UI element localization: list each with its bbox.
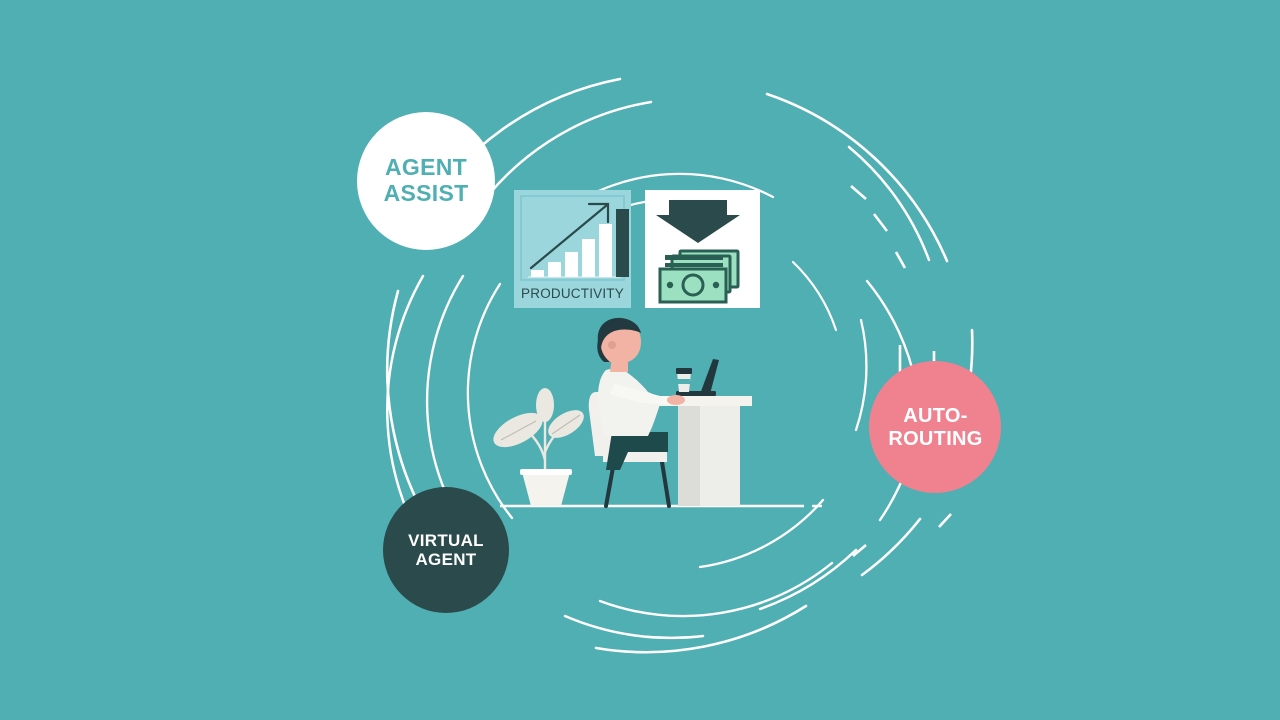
banknote-center-seal: [681, 273, 705, 297]
banknote-band-second: [665, 263, 723, 267]
growth-bar-chart-icon: [528, 202, 629, 278]
desk-top: [652, 396, 752, 406]
panel-productivity: [514, 190, 631, 308]
node-circle-agent-assist[interactable]: [357, 112, 495, 250]
laptop-keyboard-base: [676, 391, 716, 396]
banknote-dot-right: [712, 281, 720, 289]
banknote-band-top: [665, 255, 723, 260]
orbit-arc-fourth: [466, 172, 868, 569]
coffee-cup-sleeve: [677, 379, 690, 384]
chart-bar-1: [531, 270, 544, 277]
person-ear: [608, 341, 616, 349]
chart-bar-3: [565, 252, 578, 277]
potted-plant: [493, 388, 584, 506]
chart-bar-2: [548, 262, 561, 277]
laptop: [676, 359, 719, 396]
chart-bar-4: [582, 239, 595, 277]
banknote-dot-left: [666, 281, 674, 289]
plant-leaf-veins: [500, 414, 581, 441]
money-stack-icon: [658, 249, 740, 304]
desk-side-shadow: [678, 406, 700, 506]
productivity-panel-background: [514, 190, 631, 308]
person-hand: [667, 395, 685, 405]
plant-pot: [522, 472, 570, 506]
chart-bar-6-highlight: [616, 209, 629, 277]
person-trousers: [606, 432, 668, 470]
coffee-cup-lid: [676, 368, 692, 374]
person-hair-back: [597, 340, 610, 362]
person-seated: [597, 317, 685, 470]
node-circle-virtual-agent[interactable]: [383, 487, 509, 613]
chart-bar-5: [599, 224, 612, 277]
upward-trend-arrow-icon: [529, 202, 610, 270]
panel-cost-savings: [645, 190, 760, 308]
node-circle-auto-routing[interactable]: [869, 361, 1001, 493]
coffee-cup: [676, 368, 692, 392]
laptop-screen: [700, 359, 719, 394]
plant-leaf-top: [536, 388, 554, 422]
person-hair: [597, 317, 641, 348]
plant-pot-rim: [520, 469, 572, 475]
down-arrow-icon: [656, 200, 740, 243]
person-arm: [610, 384, 672, 404]
desk: [652, 396, 752, 506]
plant-leaf-left: [493, 412, 543, 448]
